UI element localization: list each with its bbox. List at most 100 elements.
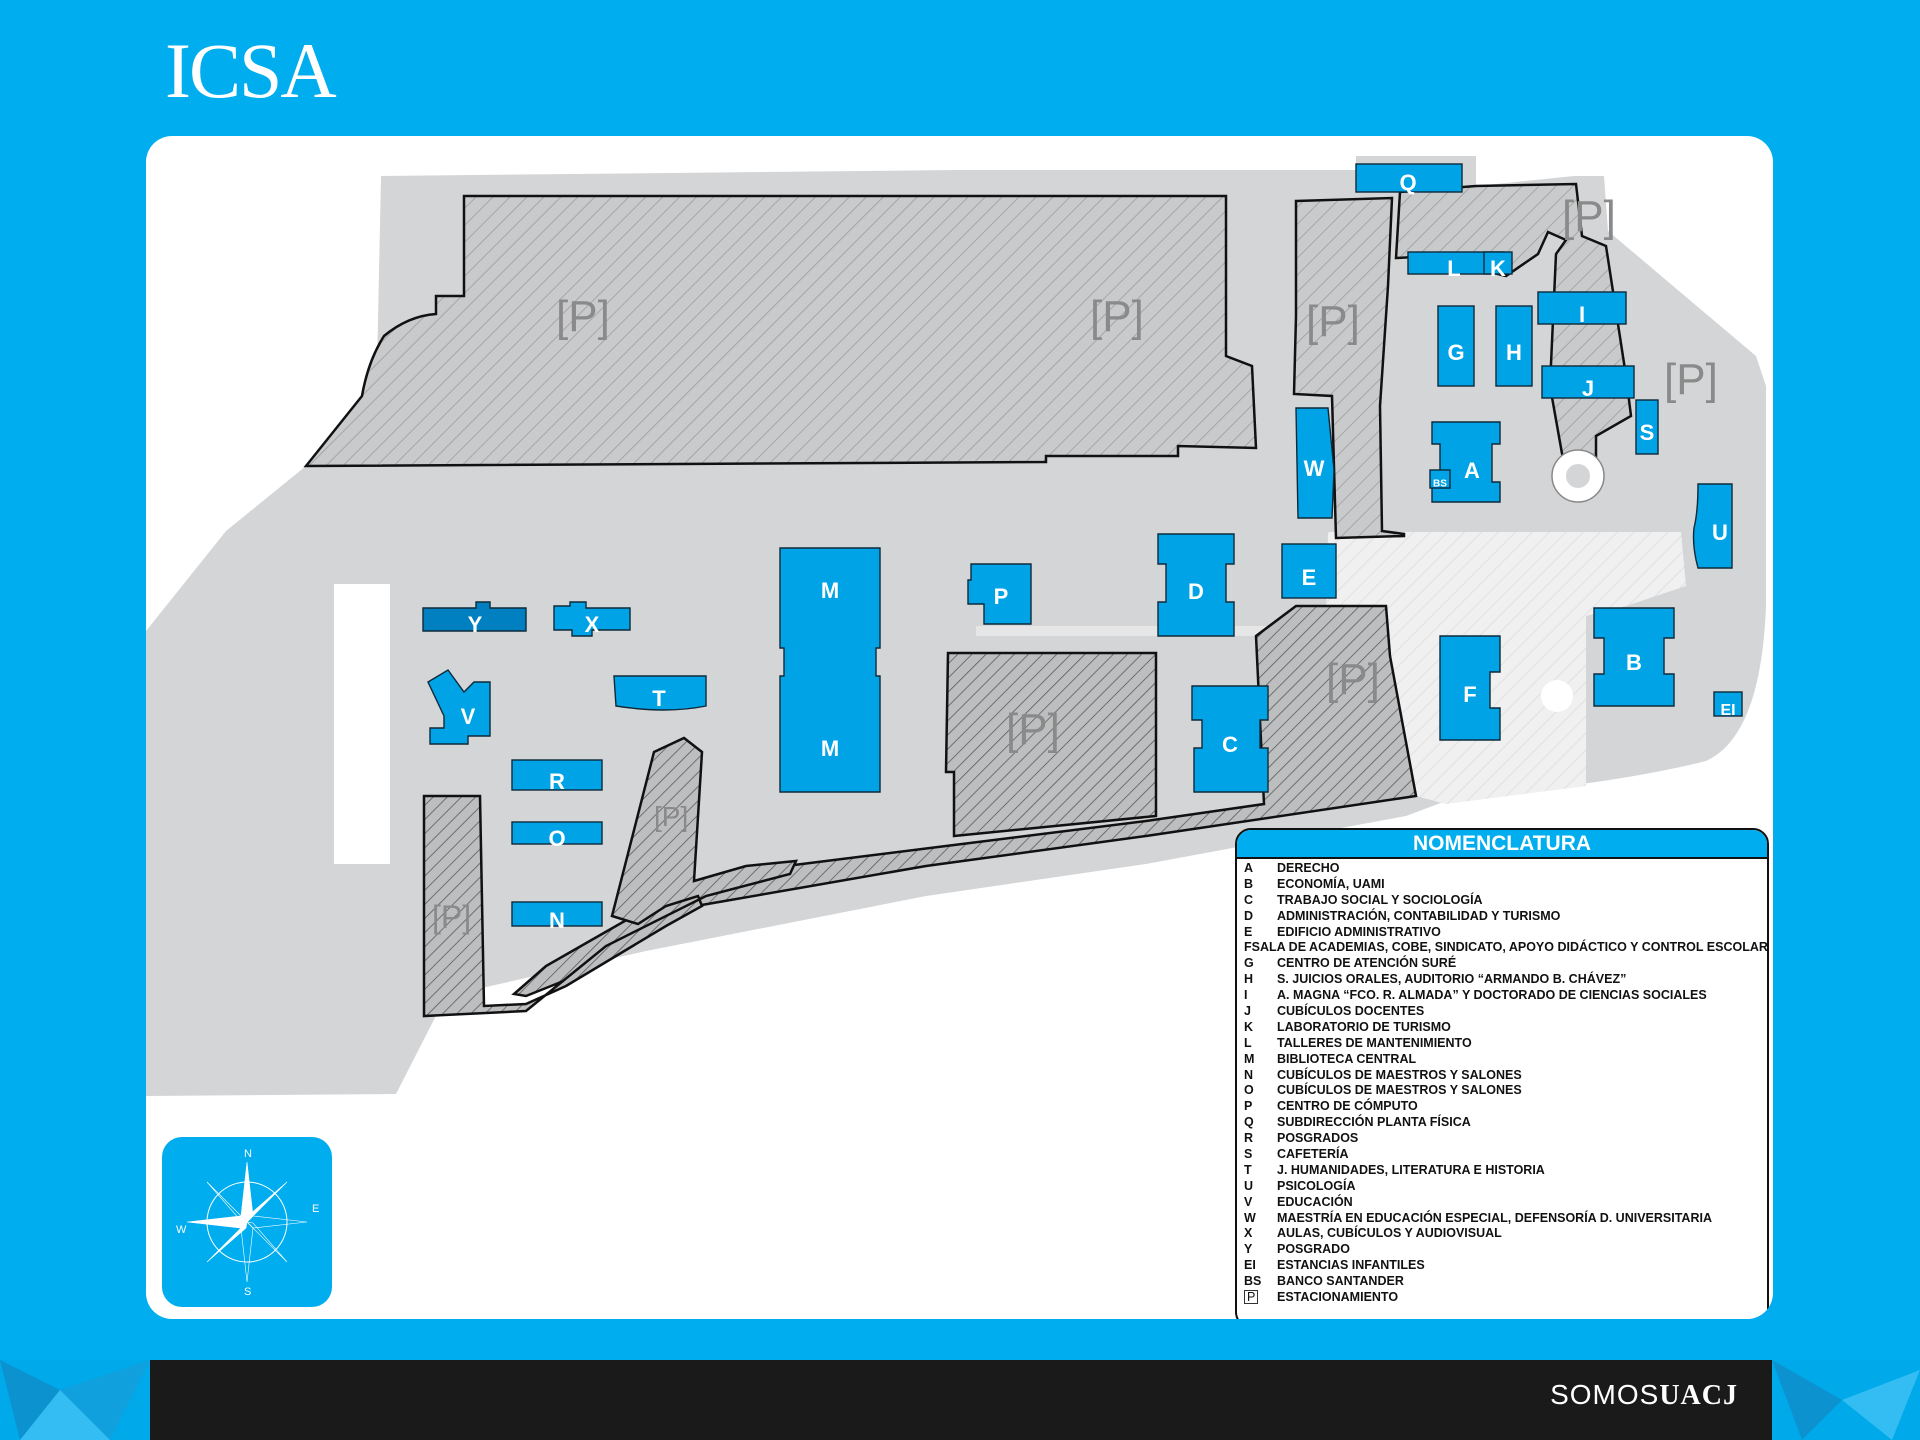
building-k-footprint[interactable] xyxy=(1483,251,1513,275)
building-j-footprint[interactable] xyxy=(1541,365,1635,399)
legend-text: POSGRADOS xyxy=(1277,1131,1359,1146)
building-e-footprint[interactable] xyxy=(1281,543,1337,599)
legend-text: DERECHO xyxy=(1277,861,1340,875)
building-y-footprint[interactable] xyxy=(422,601,527,632)
legend-code: M xyxy=(1244,1051,1255,1066)
legend-text: ESTACIONAMIENTO xyxy=(1277,1290,1399,1305)
legend-code: EI xyxy=(1244,1258,1256,1273)
building-q-footprint[interactable] xyxy=(1355,163,1463,193)
legend-text: CENTRO DE ATENCIÓN SURÉ xyxy=(1277,956,1457,971)
parking-lot-center xyxy=(944,651,1158,838)
building-h-label: H xyxy=(1506,340,1522,365)
building-e-label: E xyxy=(1302,565,1317,590)
plaza-east xyxy=(1326,532,1686,804)
building-d-footprint[interactable] xyxy=(1157,533,1235,637)
building-l-label: L xyxy=(1447,256,1460,281)
building-p-footprint[interactable] xyxy=(967,563,1032,625)
building-bs-footprint[interactable] xyxy=(1429,469,1451,489)
legend-text: CUBÍCULOS DE MAESTROS Y SALONES xyxy=(1277,1083,1522,1098)
legend-code: Y xyxy=(1244,1242,1253,1257)
legend-text: MAESTRÍA EN EDUCACIÓN ESPECIAL, DEFENSOR… xyxy=(1277,1210,1712,1225)
compass-w: W xyxy=(176,1224,187,1236)
legend-text: ADMINISTRACIÓN, CONTABILIDAD Y TURISMO xyxy=(1277,908,1561,923)
building-g-footprint[interactable] xyxy=(1437,305,1475,387)
compass-rose-icon: N E S W xyxy=(176,1148,319,1298)
building-o-footprint[interactable] xyxy=(511,821,603,845)
parking-lot-west xyxy=(422,736,799,1018)
legend-code: V xyxy=(1244,1194,1253,1209)
legend-item: B ECONOMÍA, UAMI xyxy=(1237,877,1767,893)
building-n-footprint[interactable] xyxy=(511,901,603,927)
building-y-label: Y xyxy=(468,612,483,637)
legend-text: ESTANCIAS INFANTILES xyxy=(1277,1258,1425,1273)
legend-code: W xyxy=(1244,1210,1256,1225)
building-f-label: F xyxy=(1463,682,1476,707)
legend-text: PSICOLOGÍA xyxy=(1277,1178,1356,1193)
building-ei-footprint[interactable] xyxy=(1713,691,1743,717)
legend-code: U xyxy=(1244,1178,1254,1193)
building-b-footprint[interactable] xyxy=(1593,607,1675,707)
parking-symbol-2: [P] xyxy=(1090,292,1144,341)
parking-legend-icon: P xyxy=(1244,1290,1259,1305)
building-r-footprint[interactable] xyxy=(511,759,603,791)
legend-text: CAFETERÍA xyxy=(1277,1147,1349,1162)
legend-title: NOMENCLATURA xyxy=(1237,830,1767,859)
building-w-footprint[interactable] xyxy=(1295,407,1335,519)
parking-symbol-8: [P] xyxy=(432,899,471,935)
building-i-footprint[interactable] xyxy=(1537,291,1627,325)
legend-code: R xyxy=(1244,1131,1254,1146)
legend-code: X xyxy=(1244,1226,1253,1241)
legend-text: A. MAGNA “FCO. R. ALMADA” Y DOCTORADO DE… xyxy=(1277,988,1707,1003)
legend-code: K xyxy=(1244,1019,1254,1034)
building-x-footprint[interactable] xyxy=(553,601,631,637)
building-m-label: M xyxy=(821,578,839,603)
building-m-label: M xyxy=(821,736,839,761)
legend-text: SALA DE ACADEMIAS, COBE, SINDICATO, APOY… xyxy=(1251,940,1768,955)
legend-code: N xyxy=(1244,1067,1254,1082)
legend-code: L xyxy=(1244,1035,1252,1050)
parking-lot-south-road xyxy=(511,604,1418,998)
building-j-label: J xyxy=(1582,376,1594,401)
legend-text: TALLERES DE MANTENIMIENTO xyxy=(1277,1035,1472,1050)
footer-pattern-right xyxy=(1772,1360,1920,1440)
legend-text: AULAS, CUBÍCULOS Y AUDIOVISUAL xyxy=(1277,1226,1502,1241)
building-c-footprint[interactable] xyxy=(1191,685,1269,793)
building-f-footprint[interactable] xyxy=(1439,635,1501,741)
legend-code: J xyxy=(1244,1004,1251,1019)
building-s-footprint[interactable] xyxy=(1635,399,1659,455)
legend-text: ECONOMÍA, UAMI xyxy=(1277,876,1385,891)
building-t-footprint[interactable] xyxy=(613,675,707,711)
parking-symbol-9: [P] xyxy=(654,801,688,832)
building-a-label: A xyxy=(1464,458,1480,483)
parking-symbol-6: [P] xyxy=(1006,705,1060,754)
building-u-footprint[interactable] xyxy=(1692,483,1733,569)
legend-code: B xyxy=(1244,876,1254,891)
building-c-label: C xyxy=(1222,732,1238,757)
legend-code: F xyxy=(1244,940,1252,955)
legend-code: G xyxy=(1244,956,1254,971)
legend-text: S. JUICIOS ORALES, AUDITORIO “ARMANDO B.… xyxy=(1277,972,1627,987)
legend-item: U PSICOLOGÍA xyxy=(1237,1179,1767,1195)
building-m-footprint[interactable] xyxy=(779,547,881,793)
building-v-footprint[interactable] xyxy=(427,669,491,745)
building-h-footprint[interactable] xyxy=(1495,305,1533,387)
footer-pattern-left xyxy=(0,1360,150,1440)
legend-item: W MAESTRÍA EN EDUCACIÓN ESPECIAL, DEFENSO… xyxy=(1237,1211,1767,1227)
building-o-label: O xyxy=(548,826,565,851)
open-area-west xyxy=(334,584,390,864)
building-k-label: K xyxy=(1490,256,1506,281)
compass-n: N xyxy=(244,1148,252,1160)
